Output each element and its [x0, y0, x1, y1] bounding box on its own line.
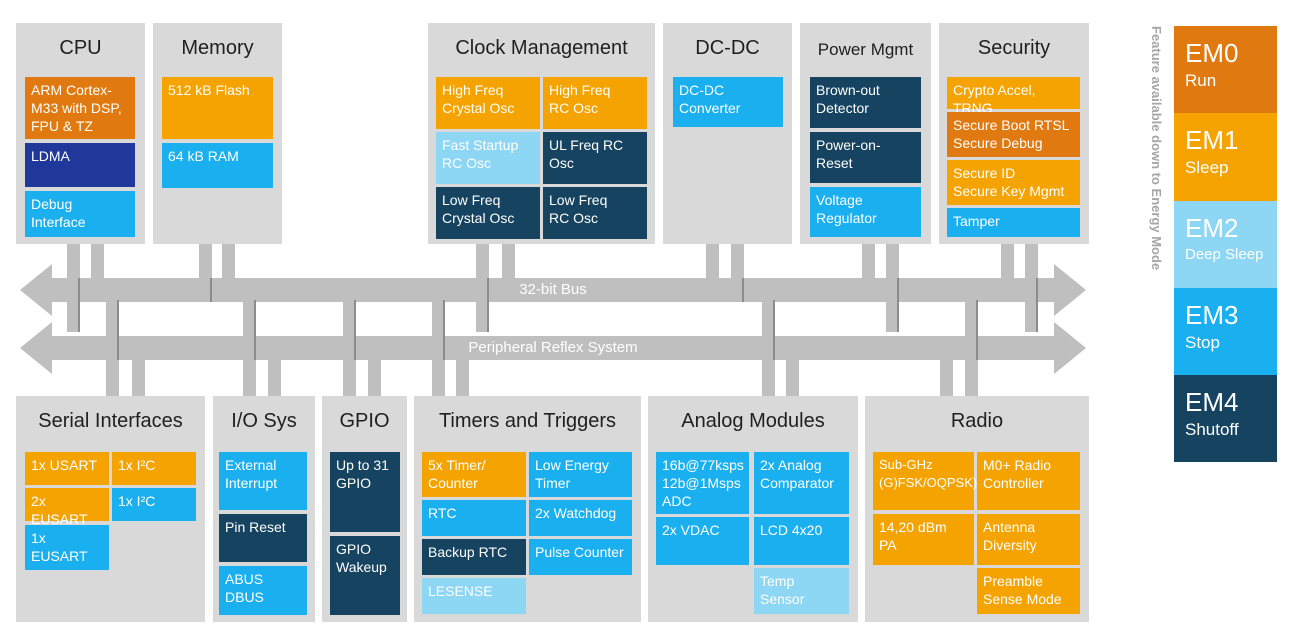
legend-side-text: Feature available down to Energy Mode — [1149, 26, 1164, 271]
lesense-block: LESENSE — [422, 578, 526, 614]
eusart-1x-block: 1x EUSART — [25, 525, 109, 570]
rtc-block: RTC — [422, 500, 526, 536]
abus-dbus-block: ABUS DBUS — [219, 566, 307, 615]
analog-comparator-block: 2x Analog Comparator — [754, 452, 849, 514]
temp-sensor-block: Temp Sensor — [754, 568, 849, 614]
legend-em1-name: Sleep — [1185, 158, 1229, 177]
debug-interface-block: Debug Interface — [25, 191, 135, 237]
vdac-block: 2x VDAC — [656, 517, 749, 565]
ldma-block: LDMA — [25, 143, 135, 187]
external-interrupt-block: External Interrupt — [219, 452, 307, 510]
pin-reset-block: Pin Reset — [219, 514, 307, 562]
voltage-regulator-block: Voltage Regulator — [810, 187, 921, 237]
io-title: I/O Sys — [231, 410, 297, 432]
radio-title: Radio — [950, 410, 1004, 432]
legend-em2-name: Deep Sleep — [1185, 246, 1264, 263]
gpio-title: GPIO — [339, 410, 390, 432]
lf-rc-osc-block: Low Freq RC Osc — [543, 187, 647, 239]
dcdc-converter-block: DC-DC Converter — [673, 77, 783, 127]
legend-em0-code: EM0 — [1185, 38, 1239, 68]
flash-block: 512 kB Flash — [162, 77, 273, 139]
security-panel: Security Crypto Accel, TRNG Secure Boot … — [939, 23, 1089, 244]
hf-crystal-osc-block: High Freq Crystal Osc — [436, 77, 540, 129]
antenna-diversity-block: Antenna Diversity — [977, 514, 1080, 565]
secure-id-block: Secure ID Secure Key Mgmt — [947, 160, 1080, 205]
radio-controller-block: M0+ Radio Controller — [977, 452, 1080, 510]
power-title: Power Mgmt — [817, 40, 914, 59]
crypto-accel-block: Crypto Accel, TRNG — [947, 77, 1080, 116]
timers-triggers-panel: Timers and Triggers 5x Timer/ Counter Lo… — [414, 396, 641, 622]
dcdc-panel: DC-DC DC-DC Converter — [663, 23, 792, 244]
legend-em1: EM1 Sleep — [1174, 113, 1277, 201]
legend-em3: EM3 Stop — [1174, 288, 1277, 375]
hf-rc-osc-block: High Freq RC Osc — [543, 77, 647, 129]
gpio-wakeup-block: GPIO Wakeup — [330, 536, 400, 615]
prs-bus-arrow — [20, 322, 1086, 374]
memory-title: Memory — [181, 37, 254, 59]
serial-title: Serial Interfaces — [38, 410, 183, 432]
timer-counter-block: 5x Timer/ Counter — [422, 452, 526, 497]
legend-em0: EM0 Run — [1174, 26, 1277, 113]
power-mgmt-panel: Power Mgmt Brown-out Detector Power-on- … — [800, 23, 931, 244]
dcdc-title: DC-DC — [695, 37, 760, 59]
legend-em3-name: Stop — [1185, 333, 1220, 352]
cpu-panel: CPU ARM Cortex- M33 with DSP, FPU & TZ L… — [16, 23, 145, 244]
sub-ghz-block: Sub-GHz (G)FSK/OQPSK) — [873, 452, 977, 510]
prs-bus-label: Peripheral Reflex System — [468, 339, 638, 356]
gpio-count-block: Up to 31 GPIO — [330, 452, 400, 532]
cpu-title: CPU — [59, 37, 102, 59]
io-sys-panel: I/O Sys External Interrupt Pin Reset ABU… — [213, 396, 315, 622]
system-bus-label: 32-bit Bus — [519, 281, 587, 298]
power-on-reset-block: Power-on- Reset — [810, 132, 921, 183]
legend-em4-code: EM4 — [1185, 387, 1239, 417]
analog-modules-panel: Analog Modules 16b@77ksps 12b@1Msps ADC … — [648, 396, 858, 622]
system-bus-arrow — [20, 264, 1086, 316]
adc-block: 16b@77ksps 12b@1Msps ADC — [656, 452, 749, 514]
legend-em0-name: Run — [1185, 71, 1217, 90]
tamper-block: Tamper — [947, 208, 1080, 237]
legend-em1-code: EM1 — [1185, 125, 1239, 155]
serial-interfaces-panel: Serial Interfaces 1x USART 1x I²C 2x EUS… — [16, 396, 205, 622]
legend-em2: EM2 Deep Sleep — [1174, 201, 1277, 288]
ram-block: 64 kB RAM — [162, 143, 273, 188]
legend-side-label: Feature available down to Energy Mode — [1149, 26, 1170, 456]
radio-panel: Radio Sub-GHz (G)FSK/OQPSK) M0+ Radio Co… — [865, 396, 1089, 622]
legend-em4-name: Shutoff — [1185, 420, 1239, 439]
lf-crystal-osc-block: Low Freq Crystal Osc — [436, 187, 540, 239]
analog-title: Analog Modules — [681, 410, 825, 432]
peripheral-reflex-bus: Peripheral Reflex System — [20, 322, 1086, 374]
i2c-block-2: 1x I²C — [112, 488, 196, 521]
timers-title: Timers and Triggers — [438, 410, 617, 432]
legend-em2-code: EM2 — [1185, 213, 1239, 243]
watchdog-block: 2x Watchdog — [529, 500, 632, 536]
i2c-block-1: 1x I²C — [112, 452, 196, 485]
system-bus: 32-bit Bus — [20, 264, 1086, 316]
clock-title: Clock Management — [455, 37, 628, 59]
backup-rtc-block: Backup RTC — [422, 539, 526, 575]
legend-em4: EM4 Shutoff — [1174, 375, 1277, 462]
pulse-counter-block: Pulse Counter — [529, 539, 632, 575]
cpu-core-block: ARM Cortex- M33 with DSP, FPU & TZ — [25, 77, 135, 139]
brown-out-detector-block: Brown-out Detector — [810, 77, 921, 128]
eusart-2x-block: 2x EUSART — [25, 488, 109, 527]
secure-boot-block: Secure Boot RTSL Secure Debug — [947, 112, 1080, 157]
lcd-block: LCD 4x20 — [754, 517, 849, 565]
low-energy-timer-block: Low Energy Timer — [529, 452, 632, 497]
preamble-sense-block: Preamble Sense Mode — [977, 568, 1080, 614]
clock-management-panel: Clock Management High Freq Crystal Osc H… — [428, 23, 655, 244]
fast-startup-rc-osc-block: Fast Startup RC Osc — [436, 132, 540, 184]
security-title: Security — [977, 37, 1051, 59]
legend-em3-code: EM3 — [1185, 300, 1239, 330]
usart-block: 1x USART — [25, 452, 109, 485]
power-amplifier-block: 14,20 dBm PA — [873, 514, 974, 565]
gpio-panel: GPIO Up to 31 GPIO GPIO Wakeup — [322, 396, 407, 622]
memory-panel: Memory 512 kB Flash 64 kB RAM — [153, 23, 282, 244]
ul-freq-rc-osc-block: UL Freq RC Osc — [543, 132, 647, 184]
